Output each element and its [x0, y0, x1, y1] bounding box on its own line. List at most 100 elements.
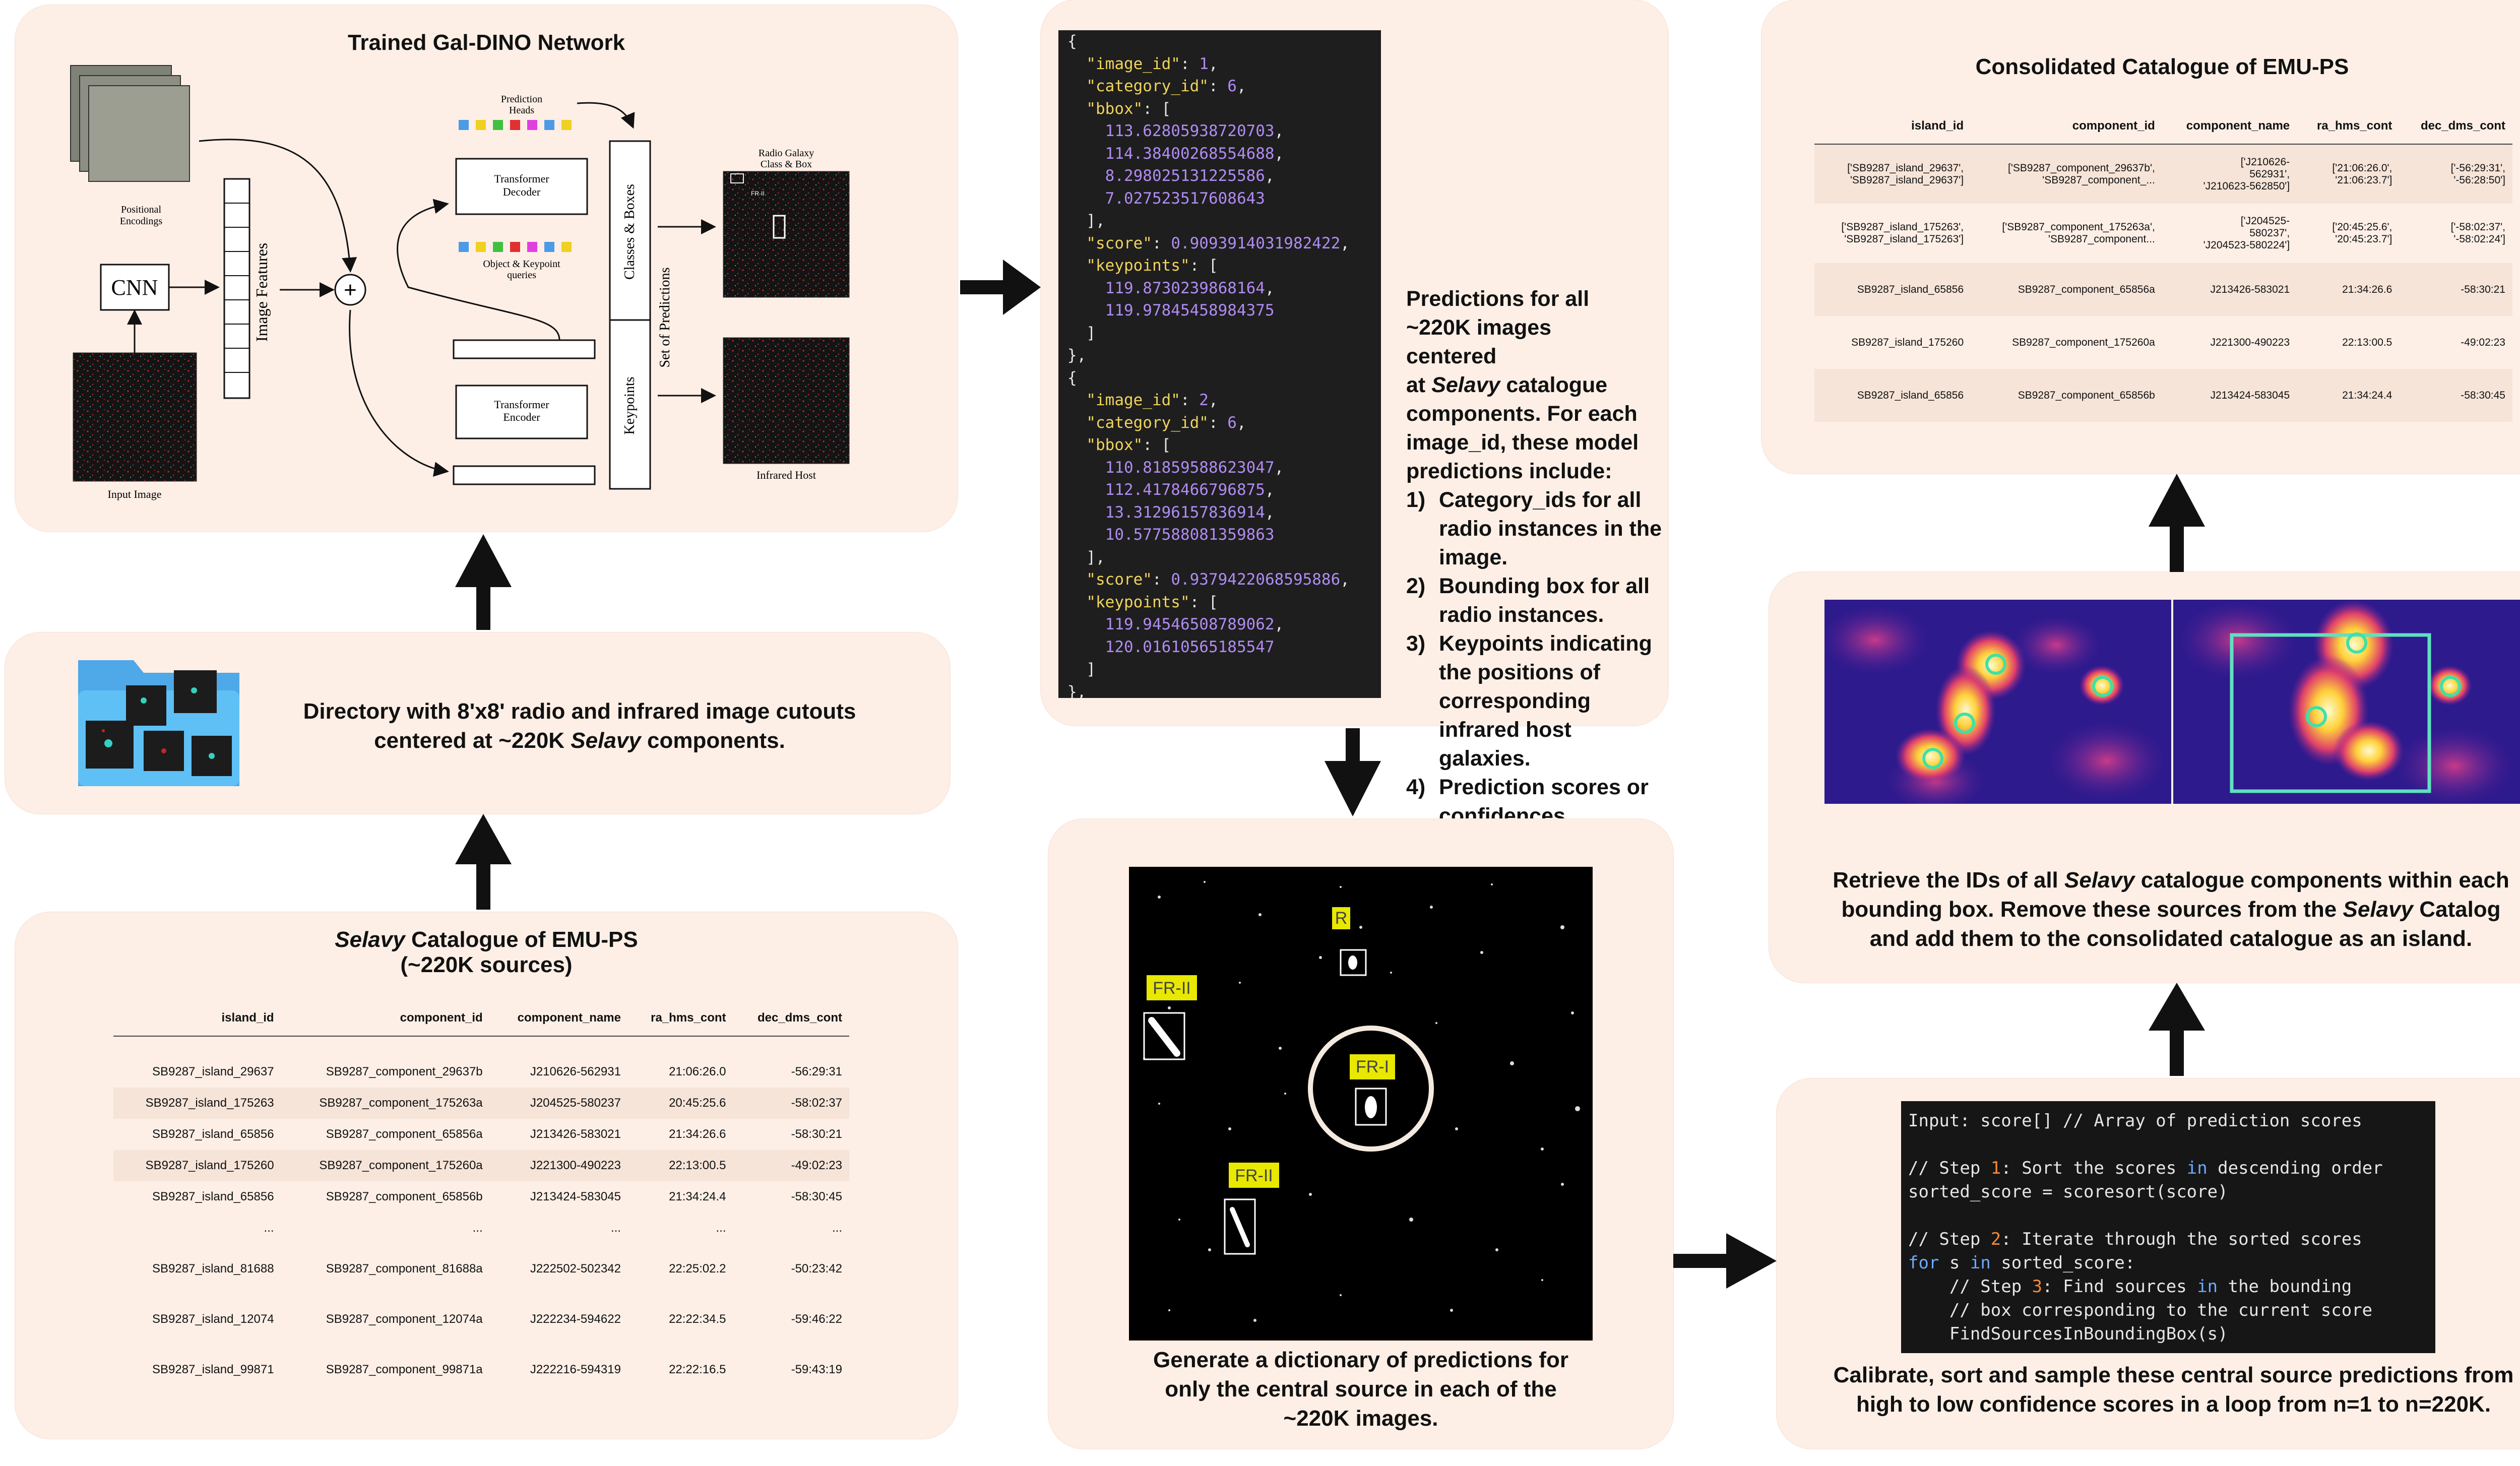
table-cell: 21:06:26.0 — [669, 1065, 726, 1078]
table-cell: SB9287_component_81688a — [326, 1262, 483, 1276]
keypoints-label: Keypoints — [622, 376, 638, 434]
table-cell: SB9287_component_65856b — [2018, 389, 2155, 401]
encoder-bottom-tokens — [453, 465, 596, 485]
table-cell: SB9287_component_65856a — [2018, 283, 2155, 295]
table-cell: ['SB9287_island_29637','SB9287_island_29… — [1847, 162, 1964, 186]
svg-text:Encoder: Encoder — [503, 411, 540, 423]
query-squares — [459, 242, 572, 252]
transformer-decoder-box — [455, 158, 588, 215]
table-cell: SB9287_island_29637 — [152, 1065, 274, 1078]
positional-encodings-stack — [70, 65, 190, 182]
json-line: 112.4178466796875, — [1105, 481, 1275, 499]
code-line: sorted_score = scoresort(score) — [1908, 1182, 2228, 1202]
code-line: FindSourcesInBoundingBox(s) — [1908, 1324, 2228, 1344]
table-row: SB9287_island_65856 SB9287_component_6585… — [113, 1181, 849, 1213]
table-cell: ... — [264, 1221, 274, 1235]
json-line: "keypoints": [ — [1086, 257, 1218, 275]
code-line: for s in sorted_score: — [1908, 1253, 2135, 1273]
table-cell: 21:34:26.6 — [669, 1127, 726, 1141]
folder-icon — [78, 660, 239, 786]
table-cell: J213424-583045 — [530, 1190, 621, 1203]
central-source-image: R FR-II FR-I FR-II — [1129, 867, 1593, 1341]
table-row: SB9287_island_29637 SB9287_component_2963… — [113, 1056, 849, 1088]
table-cell: 20:45:25.6 — [669, 1096, 726, 1110]
table-cell: ... — [472, 1221, 483, 1235]
svg-text:Transformer: Transformer — [494, 172, 549, 185]
dictionary-caption: Generate a dictionary of predictions for… — [1153, 1348, 1568, 1431]
json-line: "score": 0.9093914031982422, — [1086, 234, 1350, 252]
list-item: 2)Bounding box for all radio instances. — [1406, 574, 1650, 627]
image-features-label: Image Features — [253, 243, 271, 342]
table-cell: 22:25:02.2 — [669, 1262, 726, 1276]
table-cell: 22:22:16.5 — [669, 1363, 726, 1376]
table-cell: ['SB9287_component_175263a','SB9287_comp… — [2002, 221, 2155, 245]
table-cell: 21:34:24.4 — [2342, 389, 2392, 401]
list-item: 3)Keypoints indicating the positions of … — [1406, 631, 1652, 771]
code-line: // Step 1: Sort the scores in descending… — [1908, 1158, 2383, 1178]
table-cell: SB9287_island_65856 — [1857, 389, 1964, 401]
table-cell: ['-58:02:37','-58:02:24'] — [2450, 221, 2505, 245]
calibrate-code: Input: score[] // Array of prediction sc… — [1901, 1101, 2435, 1353]
table-cell: SB9287_component_65856b — [326, 1190, 483, 1203]
table-cell: ['-56:29:31','-56:28:50'] — [2450, 162, 2505, 186]
svg-text:Decoder: Decoder — [503, 185, 541, 198]
json-line: "category_id": 6, — [1086, 77, 1246, 95]
table-cell: SB9287_component_175263a — [319, 1096, 483, 1110]
code-line — [1908, 1204, 2428, 1228]
network-title: Trained Gal-DINO Network — [347, 30, 625, 55]
table-cell: SB9287_island_65856 — [152, 1190, 274, 1203]
json-line: 8.298025131225586, — [1105, 167, 1275, 185]
table-cell: 22:13:00.5 — [669, 1159, 726, 1172]
heatmap-left — [1824, 600, 2171, 804]
table-cell: SB9287_island_12074 — [152, 1312, 274, 1326]
table-cell: SB9287_component_29637b — [326, 1065, 483, 1078]
table-cell: J213424-583045 — [2210, 389, 2290, 401]
json-line: 10.577588081359863 — [1105, 526, 1275, 544]
table-cell: -49:02:23 — [791, 1159, 842, 1172]
infrared-host-label: Infrared Host — [757, 469, 816, 481]
table-cell: SB9287_island_65856 — [1857, 283, 1964, 295]
json-line: "image_id": 2, — [1086, 391, 1218, 409]
label-r: R — [1335, 909, 1348, 928]
table-row: SB9287_island_65856 SB9287_component_6585… — [1814, 263, 2512, 316]
json-line: "score": 0.9379422068595886, — [1086, 570, 1350, 589]
json-line: "image_id": 1, — [1086, 54, 1218, 73]
table-cell: 22:22:34.5 — [669, 1312, 726, 1326]
json-line: 113.62805938720703, — [1105, 122, 1284, 140]
svg-text:Class & Box: Class & Box — [761, 159, 812, 170]
json-line: ], — [1067, 548, 1105, 566]
table-cell: -56:29:31 — [791, 1065, 842, 1078]
svg-text:Encodings: Encodings — [120, 216, 163, 227]
table-cell: J221300-490223 — [2210, 336, 2290, 348]
consolidated-title: Consolidated Catalogue of EMU-PS — [1975, 54, 2349, 79]
table-cell: SB9287_component_65856a — [326, 1127, 483, 1141]
predictions-json: { "image_id": 1, "category_id": 6, "bbox… — [1058, 30, 1381, 698]
table-cell: J204525-580237 — [530, 1096, 621, 1110]
json-line: }, — [1067, 682, 1087, 698]
encoder-top-tokens — [453, 339, 596, 359]
table-cell: -58:02:37 — [791, 1096, 842, 1110]
json-line: "category_id": 6, — [1086, 413, 1246, 432]
table-cell: SB9287_component_99871a — [326, 1363, 483, 1376]
table-cell: SB9287_component_12074a — [326, 1312, 483, 1326]
label-fr2-upper: FR-II — [1153, 979, 1191, 998]
code-line: // box corresponding to the current scor… — [1908, 1300, 2373, 1320]
table-cell: -58:30:45 — [2461, 389, 2505, 401]
column-header: dec_dms_cont — [2399, 108, 2512, 145]
table-cell: ['20:45:25.6','20:45:23.7'] — [2332, 221, 2392, 245]
json-line: 120.01610565185547 — [1105, 638, 1275, 656]
table-row: ['SB9287_island_175263','SB9287_island_1… — [1814, 204, 2512, 263]
table-cell: J210626-562931 — [530, 1065, 621, 1078]
input-image — [73, 352, 197, 482]
infrared-host-image — [723, 337, 850, 464]
table-cell: -58:30:21 — [791, 1127, 842, 1141]
table-cell: SB9287_island_175260 — [1851, 336, 1964, 348]
json-line: }, — [1067, 346, 1087, 364]
svg-text:+: + — [344, 278, 357, 302]
